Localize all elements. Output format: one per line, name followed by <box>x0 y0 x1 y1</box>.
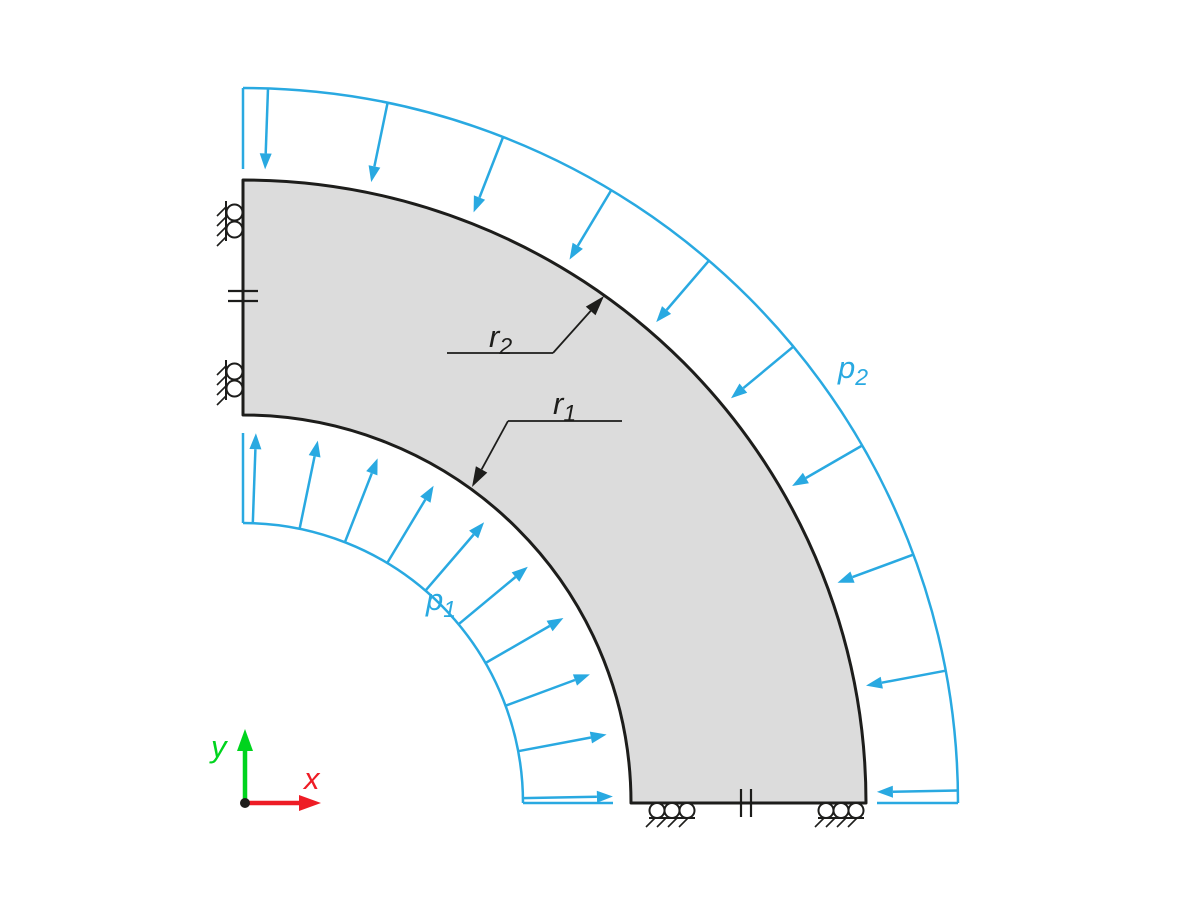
hatch-mark <box>836 817 847 828</box>
hatch-mark <box>825 817 836 828</box>
roller-circle <box>817 802 835 819</box>
label-p2-base: p <box>837 350 855 385</box>
label-r1: r1 <box>553 386 576 426</box>
pressure-arrow-head <box>656 306 672 323</box>
pressure-arrow-head <box>731 383 748 399</box>
pressure-arrow-shaft <box>457 576 517 626</box>
label-r1-sub: 1 <box>563 400 576 426</box>
roller-circle <box>225 220 244 239</box>
label-axis-y: y <box>209 729 229 764</box>
pressure-arrow-head <box>569 242 583 260</box>
pressure-arrow-shaft <box>505 678 576 707</box>
roller-circle <box>847 802 865 819</box>
pressure-arrow-head <box>866 676 883 689</box>
hatch-mark <box>678 817 689 828</box>
pressure-arrow-head <box>792 472 809 486</box>
pressure-arrow-head <box>837 571 855 583</box>
leader-r1-arrowhead <box>472 466 488 487</box>
pressure-arrow-head <box>572 674 590 686</box>
inner-band-arc <box>242 521 525 804</box>
pressure-arrow-shaft <box>251 449 257 524</box>
pressure-arrow-head <box>420 485 434 503</box>
hatch-mark <box>847 817 858 828</box>
pressure-arrow-head <box>469 522 485 539</box>
roller-circle <box>225 362 244 381</box>
pressure-arrow-head <box>473 195 486 213</box>
pressure-arrow-shaft <box>478 136 505 198</box>
hatch-mark <box>814 817 825 828</box>
pressure-arrow-shaft <box>424 533 475 592</box>
quarter-annulus-body <box>241 178 868 805</box>
coordinate-axes <box>237 729 321 811</box>
label-p1-base: p <box>425 582 443 617</box>
hatch-mark <box>656 817 667 828</box>
hatch-mark <box>216 395 227 406</box>
roller-supports <box>216 201 865 828</box>
label-r1-base: r <box>553 386 565 421</box>
pressure-arrow-shaft <box>576 189 613 247</box>
pressure-arrow-head <box>308 440 321 458</box>
x-axis-arrowhead <box>299 795 321 811</box>
label-p2-sub: 2 <box>854 364 868 390</box>
leader-r2-line <box>552 310 592 354</box>
pressure-arrow-shaft <box>881 669 946 684</box>
pressure-arrow-head <box>511 566 528 582</box>
roller-circle <box>663 802 681 819</box>
pressure-arrow-shaft <box>892 789 958 793</box>
pressure-arrow-head <box>366 458 378 476</box>
roller-circle <box>678 802 696 819</box>
hatch-mark <box>645 817 656 828</box>
pressure-arrow-shaft <box>298 456 316 530</box>
pressure-arrow-shaft <box>522 795 597 800</box>
pressure-arrow-head <box>546 618 564 632</box>
hatch-mark <box>216 236 227 247</box>
roller-circle <box>648 802 666 819</box>
roller-circle <box>225 379 244 398</box>
hatch-mark <box>216 226 227 237</box>
hatch-mark <box>216 375 227 386</box>
label-p1: p1 <box>425 582 456 622</box>
label-p1-sub: 1 <box>443 596 456 622</box>
pressure-arrow-shaft <box>742 345 795 390</box>
outer-band-arc <box>242 86 960 804</box>
hatch-mark <box>216 206 227 217</box>
pressure-arrow-head <box>876 785 893 798</box>
pressure-arrow-head <box>368 165 381 183</box>
hatch-mark <box>216 385 227 396</box>
label-p2: p2 <box>837 350 868 390</box>
pressure-arrow-shaft <box>517 736 592 753</box>
pressure-arrow-head <box>589 731 607 744</box>
pressure-arrow-shaft <box>665 259 710 311</box>
origin-dot <box>240 798 250 808</box>
leader-r1-line <box>480 420 509 470</box>
pressure-arrow-shaft <box>484 624 551 665</box>
pressure-arrow-head <box>259 153 272 170</box>
label-r2-base: r <box>489 319 501 354</box>
pressure-arrow-shaft <box>852 553 914 579</box>
pressure-arrow-head <box>596 790 613 803</box>
outer-pressure-load <box>241 86 960 805</box>
pressure-arrow-head <box>249 433 262 450</box>
label-r2: r2 <box>489 319 512 359</box>
pressure-arrow-shaft <box>264 88 270 154</box>
radius-leader-lines <box>447 296 622 487</box>
leader-r2-arrowhead <box>585 296 604 316</box>
inner-pressure-load <box>241 433 613 805</box>
y-axis-arrowhead <box>237 729 253 751</box>
pressure-arrow-shaft <box>805 444 863 480</box>
hatch-mark <box>216 365 227 376</box>
annulus-body <box>241 178 868 805</box>
label-axis-x: x <box>302 761 321 796</box>
label-r2-sub: 2 <box>498 333 512 359</box>
roller-circle <box>832 802 850 819</box>
pressure-arrow-shaft <box>386 498 427 564</box>
symmetry-marks <box>228 289 753 817</box>
pressure-arrow-shaft <box>343 472 373 543</box>
hatch-mark <box>216 216 227 227</box>
roller-circle <box>225 203 244 222</box>
pressure-arrow-shaft <box>373 102 389 167</box>
hatch-mark <box>667 817 678 828</box>
